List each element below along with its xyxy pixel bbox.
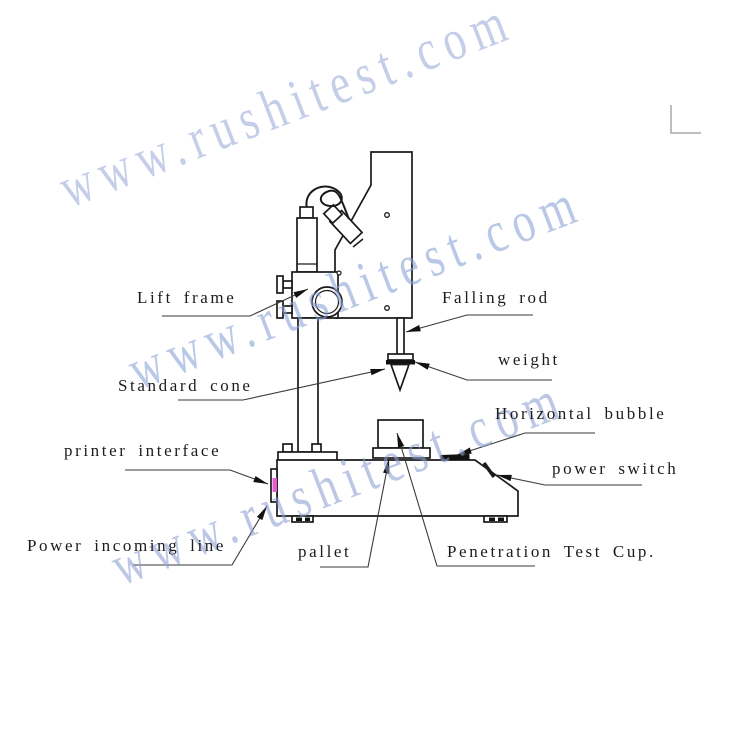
leader-pallet	[320, 458, 390, 568]
leader-horizontal-bubble	[456, 432, 595, 456]
leader-printer-interface	[125, 469, 269, 485]
thumb-screw	[276, 300, 293, 319]
leader-penetration-cup	[396, 432, 535, 567]
cylinder-cap	[299, 206, 314, 219]
leader-weight	[414, 361, 552, 381]
foot	[483, 515, 508, 523]
foot	[291, 515, 314, 523]
leader-power-switch	[496, 474, 642, 486]
head-hole	[384, 212, 390, 218]
clamp-tick	[352, 238, 364, 248]
label-lift-frame: Lift frame	[137, 288, 237, 307]
column	[297, 317, 319, 453]
machine	[270, 151, 519, 523]
frame-corner-icon	[670, 105, 701, 134]
label-standard-cone: Standard cone	[118, 376, 253, 395]
column-bolt	[311, 443, 322, 453]
label-power-switch: power switch	[552, 459, 679, 478]
label-power-incoming-line: Power incoming line	[27, 536, 227, 555]
leader-falling-rod	[405, 314, 533, 333]
cable-loop	[305, 185, 350, 220]
leader-standard-cone	[178, 368, 386, 401]
label-printer-interface: printer interface	[64, 441, 222, 460]
label-horizontal-bubble: Horizontal bubble	[495, 404, 667, 423]
leader-power-incoming	[133, 505, 268, 566]
standard-cone-shape	[389, 363, 411, 393]
falling-rod-shape	[396, 317, 405, 357]
base	[276, 459, 519, 517]
bubble-level	[440, 453, 470, 461]
weight-flange	[387, 353, 414, 361]
power-switch-mark	[482, 461, 496, 479]
block-hole	[336, 270, 342, 276]
label-falling-rod: Falling rod	[442, 288, 550, 307]
leader-lines	[125, 288, 642, 568]
power-inlet-mark	[272, 478, 277, 492]
thumb-screw	[276, 275, 293, 294]
clamp-cap	[322, 203, 344, 225]
label-weight: weight	[498, 350, 560, 369]
weight-disc	[386, 360, 415, 365]
head-hole	[384, 305, 390, 311]
column-bolt	[282, 443, 293, 453]
leader-lift-frame	[162, 288, 309, 317]
label-pallet: pallet	[298, 542, 352, 561]
label-penetration-test-cup: Penetration Test Cup.	[447, 542, 656, 561]
lift-frame-knob-inner	[314, 289, 340, 315]
